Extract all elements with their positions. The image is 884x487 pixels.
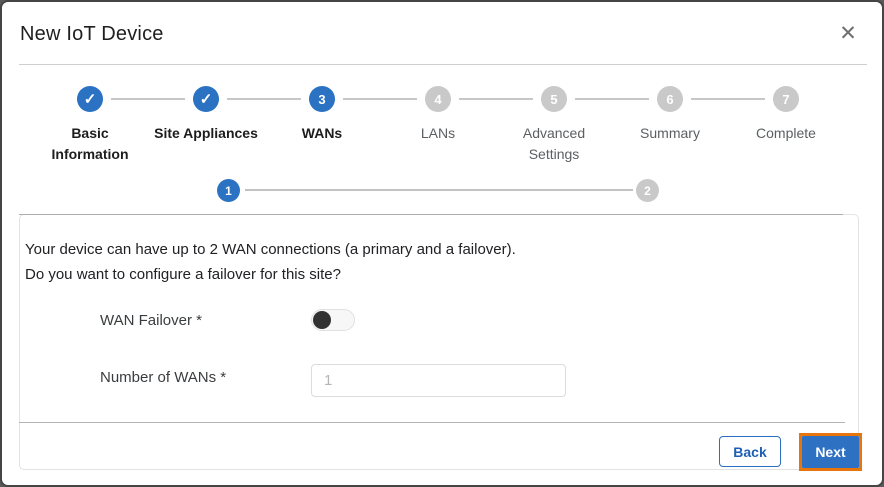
step-label: Site Appliances [154,125,258,141]
step-number: 6 [657,86,683,112]
step-content-panel: Your device can have up to 2 WAN connect… [19,214,859,470]
substep-2[interactable]: 2 [636,179,659,202]
step-advanced-settings[interactable]: 5 Advanced Settings [496,86,649,165]
substep-connector [245,189,633,191]
back-button[interactable]: Back [719,436,781,467]
wan-failover-label: WAN Failover * [100,312,202,329]
next-button[interactable]: Next [802,436,859,468]
step-basic-information[interactable]: ✓ Basic Information [32,86,185,165]
close-icon[interactable]: ✕ [839,22,857,45]
page-title: New IoT Device [20,23,164,45]
toggle-knob [313,311,331,329]
step-site-appliances[interactable]: ✓ Site Appliances [148,86,301,165]
intro-text: Your device can have up to 2 WAN connect… [25,237,516,287]
step-label: Complete [756,125,816,141]
intro-line-2: Do you want to configure a failover for … [25,266,341,283]
step-lans[interactable]: 4 LANs [380,86,533,165]
number-of-wans-input[interactable] [311,364,566,397]
wan-failover-toggle[interactable] [311,309,355,331]
step-label: Basic Information [51,125,129,162]
step-number: 4 [425,86,451,112]
intro-line-1: Your device can have up to 2 WAN connect… [25,241,516,258]
footer-divider [19,422,845,423]
step-wans[interactable]: 3 WANs [264,86,417,165]
step-label: Summary [640,125,700,141]
step-number: 3 [309,86,335,112]
check-icon: ✓ [77,86,103,112]
step-summary[interactable]: 6 Summary [612,86,765,165]
substep-1[interactable]: 1 [217,179,240,202]
step-number: 5 [541,86,567,112]
step-label: WANs [301,125,343,141]
step-number: 7 [773,86,799,112]
number-of-wans-label: Number of WANs * [100,369,227,386]
header-divider [19,64,867,65]
wizard-stepper: ✓ Basic Information ✓ Site Appliances 3 … [32,86,844,165]
step-label: LANs [420,125,456,141]
check-icon: ✓ [193,86,219,112]
step-label: Advanced Settings [522,125,586,162]
next-button-highlight: Next [799,433,862,471]
step-complete[interactable]: 7 Complete [728,86,844,165]
content-top-divider [19,214,843,215]
